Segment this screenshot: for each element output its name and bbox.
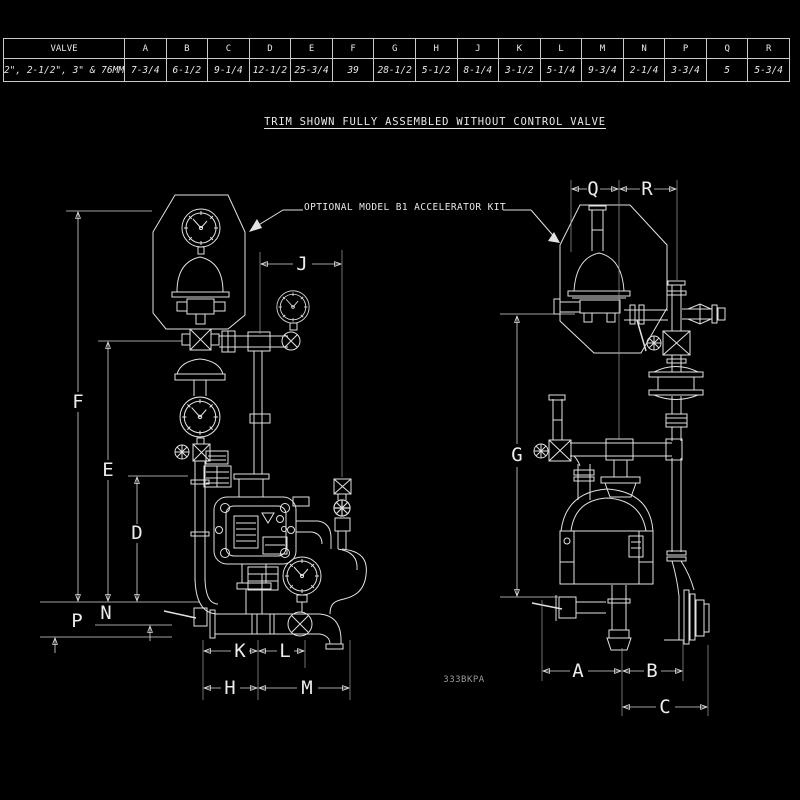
callout-leader-left	[249, 209, 303, 232]
dim-label-j: J	[296, 253, 307, 275]
dim-label-p: P	[71, 610, 82, 632]
table-header-d: D	[248, 39, 291, 58]
table-header-valve: VALVE	[50, 43, 78, 54]
dim-a-cell: 7-3/4	[124, 59, 166, 81]
dimension-table: VALVE A B C D E F G H J K L M N P Q R 2"…	[3, 38, 790, 82]
table-header-b: B	[165, 39, 208, 58]
left-view: F E D P N J K L H M	[40, 194, 560, 700]
table-header-r: R	[747, 39, 789, 58]
table-header-q: Q	[705, 39, 748, 58]
dim-label-e: E	[102, 459, 113, 481]
dim-label-n: N	[100, 602, 111, 624]
dim-label-f: F	[72, 391, 83, 413]
dim-p-cell: 3-3/4	[664, 59, 706, 81]
dim-label-c: C	[659, 696, 670, 718]
dim-e-cell: 25-3/4	[290, 59, 332, 81]
accelerator-kit-boundary-left	[152, 194, 246, 330]
dim-k-cell: 3-1/2	[498, 59, 540, 81]
table-header-row: VALVE A B C D E F G H J K L M N P Q R	[4, 39, 789, 58]
dimension-labels-right: Q R G A B C	[511, 178, 670, 718]
dim-label-b: B	[646, 660, 657, 682]
accelerator-kit-callout: OPTIONAL MODEL B1 ACCELERATOR KIT	[304, 202, 506, 213]
dimension-lines-right	[500, 180, 709, 716]
riser-cross-fitting	[181, 328, 220, 351]
table-header-j: J	[456, 39, 499, 58]
dim-label-k: K	[234, 640, 246, 662]
accelerator-body-side	[553, 205, 668, 352]
valve-neck	[233, 473, 270, 497]
dim-q-cell: 5	[705, 59, 748, 81]
main-valve-body-front	[213, 496, 332, 565]
dim-b-cell: 6-1/2	[165, 59, 208, 81]
trim-manifold	[533, 394, 683, 500]
alarm-test-valve	[329, 478, 367, 615]
drawing-number: 333BKPA	[443, 675, 485, 685]
dim-r-cell: 5-3/4	[747, 59, 789, 81]
dim-j-cell: 8-1/4	[456, 59, 499, 81]
table-header-c: C	[207, 39, 249, 58]
diaphragm-actuator	[648, 366, 704, 428]
air-supply-valve	[174, 443, 211, 462]
outlet-elbow	[664, 550, 710, 645]
dim-label-d: D	[131, 522, 142, 544]
water-pressure-gauge	[276, 290, 310, 351]
valve-size-cell: 2", 2-1/2", 3" & 76MM	[4, 64, 124, 76]
table-header-p: P	[664, 39, 706, 58]
table-header-m: M	[581, 39, 623, 58]
dim-label-m: M	[301, 677, 312, 699]
dim-label-g: G	[511, 444, 522, 466]
alarm-pressure-gauge	[282, 556, 322, 612]
dim-c-cell: 9-1/4	[207, 59, 249, 81]
callout-leader-right	[503, 209, 560, 243]
dimension-labels-left: F E D P N J K L H M	[71, 253, 312, 699]
accelerator-body-front	[171, 256, 230, 325]
dim-g-cell: 28-1/2	[373, 59, 415, 81]
dim-f-cell: 39	[331, 59, 374, 81]
bottom-drain-right	[531, 585, 632, 651]
right-view: Q R G A B C	[500, 178, 726, 718]
dim-label-r: R	[641, 178, 653, 200]
dimension-lines-left	[40, 210, 351, 700]
gauge-trim-line	[219, 330, 288, 474]
dim-label-h: H	[224, 677, 235, 699]
valve-outlet-neck	[236, 564, 272, 614]
dim-label-l: L	[279, 640, 290, 662]
left-drop-column	[190, 461, 219, 615]
dim-label-a: A	[572, 660, 584, 682]
rating-placard	[247, 566, 279, 591]
dim-label-q: Q	[587, 178, 598, 200]
drawing-title: TRIM SHOWN FULLY ASSEMBLED WITHOUT CONTR…	[264, 116, 606, 128]
table-data-row: 2", 2-1/2", 3" & 76MM 7-3/4 6-1/2 9-1/4 …	[4, 58, 789, 81]
dim-h-cell: 5-1/2	[414, 59, 457, 81]
instruction-placards	[203, 450, 232, 488]
accelerator-kit-boundary-right	[559, 204, 668, 354]
right-riser	[666, 280, 726, 552]
main-valve-body-side	[559, 476, 654, 585]
table-header-a: A	[124, 39, 166, 58]
air-pressure-gauge	[179, 396, 221, 445]
table-header-g: G	[373, 39, 415, 58]
dim-m-cell: 9-3/4	[581, 59, 623, 81]
riser-shutoff-valve	[646, 330, 691, 356]
dim-d-cell: 12-1/2	[248, 59, 291, 81]
table-header-n: N	[622, 39, 665, 58]
air-check-housing	[174, 358, 226, 396]
table-header-k: K	[498, 39, 540, 58]
dim-l-cell: 5-1/4	[539, 59, 582, 81]
accelerator-gauge	[181, 208, 221, 255]
dim-n-cell: 2-1/4	[622, 59, 665, 81]
table-header-l: L	[539, 39, 582, 58]
table-header-h: H	[414, 39, 457, 58]
table-header-e: E	[290, 39, 332, 58]
table-header-f: F	[331, 39, 374, 58]
drain-piping	[163, 607, 344, 650]
